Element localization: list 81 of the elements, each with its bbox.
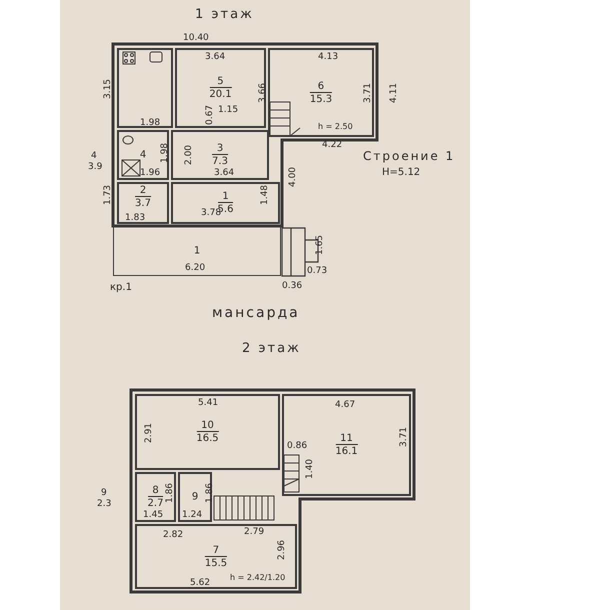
dimension-text: 3.64 <box>214 168 234 178</box>
dimension-text: 4.00 <box>288 166 298 188</box>
floor-heading: 2 этаж <box>242 342 301 356</box>
room-number: 7 <box>212 544 220 556</box>
room-outline <box>117 48 173 128</box>
room-outline <box>135 524 297 589</box>
dimension-text: 1.86 <box>205 482 216 504</box>
dimension-text: 2.82 <box>163 530 184 540</box>
room-area: 16.1 <box>335 444 358 457</box>
room-number: 3 <box>216 143 224 154</box>
room-outline <box>282 394 411 496</box>
dimension-text: 5.41 <box>198 398 218 408</box>
dimension-text: 1.83 <box>125 213 146 223</box>
area-number: 4 <box>91 151 97 161</box>
room-outline <box>117 130 169 180</box>
dimension-text: 0.86 <box>287 441 308 451</box>
room-outline <box>178 472 212 522</box>
dimension-text: 1.98 <box>160 142 170 164</box>
dimension-text: 1.45 <box>143 510 164 520</box>
room-outline <box>117 182 169 224</box>
room-number: 6 <box>316 80 326 92</box>
dimension-text: 1.24 <box>182 510 202 520</box>
dimension-text: 10.40 <box>183 33 209 43</box>
dimension-text: 4.67 <box>335 400 356 410</box>
dimension-text: 2.79 <box>244 527 264 537</box>
dimension-text: 4.22 <box>322 140 342 150</box>
dimension-text: 2.91 <box>144 422 154 444</box>
room-number: 9 <box>192 492 198 502</box>
dimension-text: 4.11 <box>389 82 400 104</box>
room-outline <box>175 48 266 128</box>
room-number: 2 <box>138 185 148 196</box>
dimension-text: 1.98 <box>140 118 160 128</box>
height-note: h = 2.50 <box>318 122 353 131</box>
room-area: 15.3 <box>310 92 332 104</box>
room-outline <box>268 48 374 137</box>
dimension-text: 2.96 <box>277 540 288 560</box>
room-number: 1 <box>194 246 200 256</box>
dimension-text: 3.71 <box>399 426 410 448</box>
room-number: 1 <box>221 191 230 202</box>
room-number: 4 <box>140 150 146 160</box>
dimension-text: 1.96 <box>140 168 160 178</box>
dimension-text: 3.66 <box>258 82 268 104</box>
dimension-text: 3.71 <box>363 82 374 104</box>
building-heading: Строение 1 <box>363 150 456 163</box>
dimension-text: 3.15 <box>103 78 114 100</box>
room-area: 3.7 <box>135 196 151 209</box>
dimension-text: 1.48 <box>260 184 270 206</box>
room-outline <box>135 394 280 470</box>
dimension-text: 1.40 <box>305 458 316 480</box>
room-number: 10 <box>200 420 215 431</box>
dimension-text: 0.67 <box>205 104 216 126</box>
dimension-text: 0.36 <box>282 281 302 291</box>
room-outline <box>171 182 280 224</box>
room-area: 16.5 <box>196 431 219 444</box>
height-note: H=5.12 <box>382 167 420 178</box>
room-number: 11 <box>339 433 354 444</box>
room-number: 5 <box>216 76 225 87</box>
room-outline <box>113 226 281 276</box>
room-area: 20.1 <box>209 87 232 100</box>
area-value: 3.9 <box>88 162 102 172</box>
dimension-text: 2.00 <box>184 144 194 166</box>
floor-heading: 1 этаж <box>195 8 254 22</box>
dimension-text: 5.62 <box>190 578 210 588</box>
dimension-text: 4.13 <box>318 52 338 62</box>
dimension-text: 1.73 <box>103 184 114 206</box>
height-note: h = 2.42/1.20 <box>230 573 286 582</box>
room-area: 15.5 <box>204 556 228 568</box>
dimension-text: 1.15 <box>218 105 238 115</box>
area-value: 2.3 <box>97 499 112 509</box>
floor-heading: мансарда <box>212 306 300 321</box>
dimension-text: 6.20 <box>185 263 206 273</box>
room-outline <box>135 472 176 522</box>
area-number: 9 <box>101 488 107 498</box>
dimension-text: 1.86 <box>165 482 176 504</box>
dimension-text: 3.64 <box>205 52 226 62</box>
room-outline <box>171 130 269 180</box>
dimension-text: 0.73 <box>307 266 328 276</box>
room-area: 2.7 <box>148 496 164 509</box>
room-area: 7.3 <box>212 154 228 167</box>
room-number: 8 <box>151 485 160 496</box>
dimension-text: 1.65 <box>315 234 326 256</box>
